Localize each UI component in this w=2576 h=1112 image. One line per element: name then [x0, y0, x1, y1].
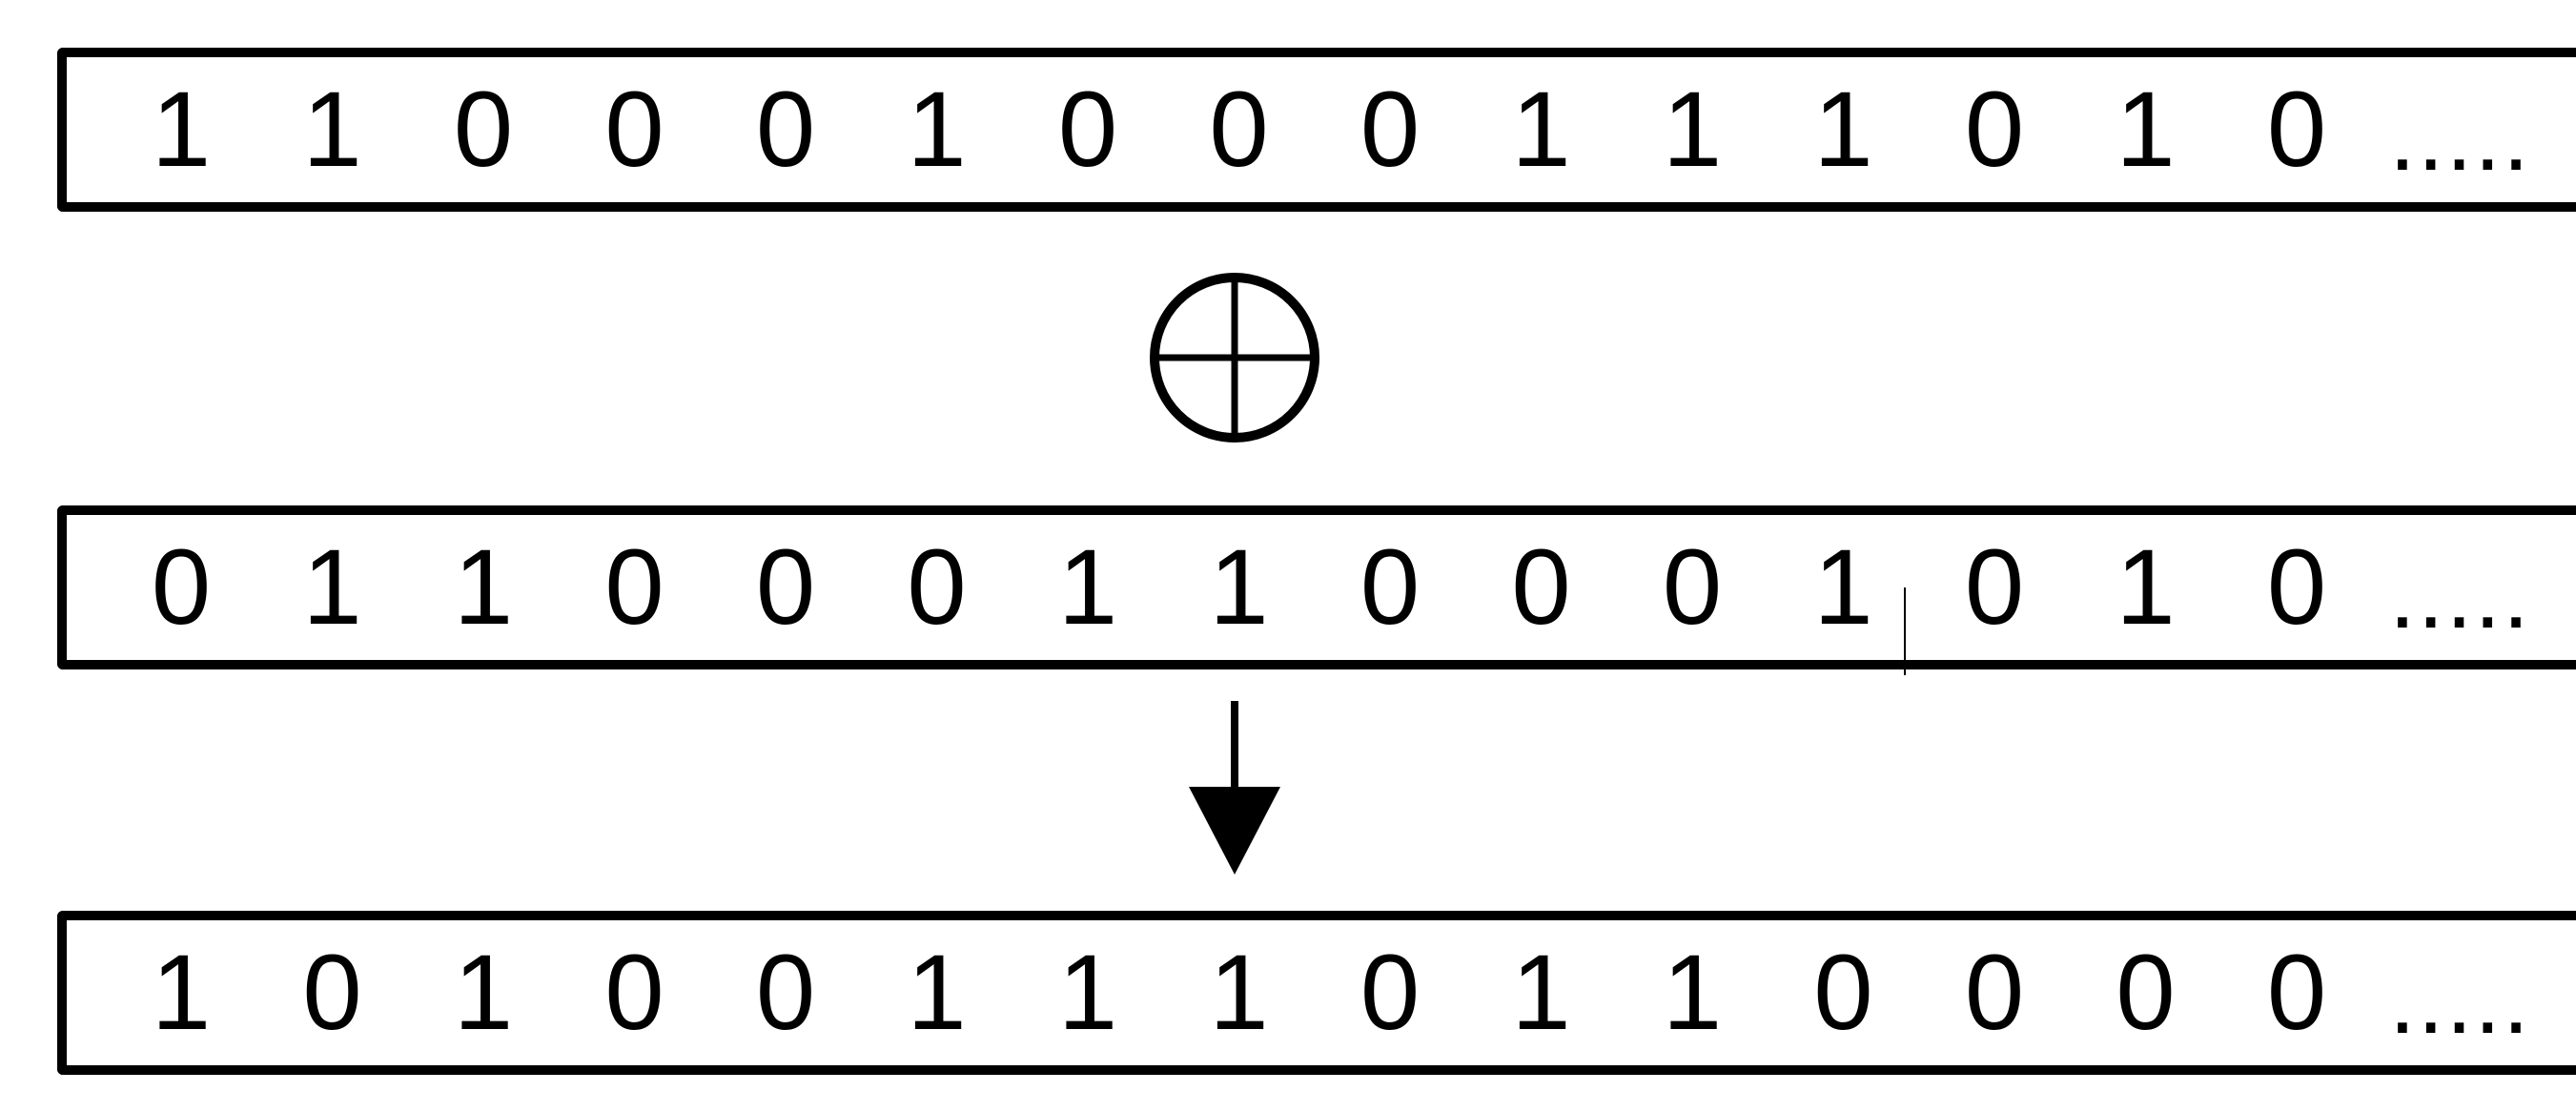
bit-cell: 1 — [1662, 70, 1723, 189]
bit-cell: 0 — [1511, 527, 1571, 647]
bit-row-separator — [1904, 587, 1906, 675]
bit-cell: 1 — [1057, 933, 1118, 1052]
bit-cell: 1 — [907, 70, 967, 189]
bit-cell: 0 — [2116, 933, 2176, 1052]
bit-cell: 1 — [2116, 527, 2176, 647]
bit-cell: 1 — [151, 933, 212, 1052]
bit-cell: 0 — [604, 933, 664, 1052]
bit-cell: 1 — [302, 70, 362, 189]
bit-cell: 0 — [1813, 933, 1873, 1052]
bit-cell: 0 — [1209, 70, 1269, 189]
bit-cell: 0 — [604, 527, 664, 647]
bit-cell: 1 — [453, 527, 514, 647]
down-arrow-icon — [1189, 701, 1280, 875]
bit-cell: 0 — [907, 527, 967, 647]
bit-cell: 1 — [2116, 70, 2176, 189]
bit-cell: 1 — [151, 70, 212, 189]
bit-cell: 0 — [755, 527, 816, 647]
bit-cell: 0 — [2266, 70, 2327, 189]
bit-cell: 1 — [1813, 70, 1873, 189]
bit-cell: 0 — [1360, 527, 1421, 647]
continuation-ellipsis: ..... — [2389, 84, 2531, 191]
bit-cell: 0 — [1964, 70, 2025, 189]
bit-cell: 0 — [755, 933, 816, 1052]
bit-cell: 0 — [2266, 527, 2327, 647]
bit-cell: 0 — [151, 527, 212, 647]
bit-cell: 0 — [755, 70, 816, 189]
bit-cell: 0 — [302, 933, 362, 1052]
bit-cell: 0 — [1662, 527, 1723, 647]
continuation-ellipsis: ..... — [2389, 542, 2531, 649]
bit-cell: 0 — [2266, 933, 2327, 1052]
bit-cell: 1 — [1813, 527, 1873, 647]
xor-operator-icon — [1150, 273, 1319, 443]
bit-cell: 0 — [1057, 70, 1118, 189]
bit-cell: 0 — [604, 70, 664, 189]
bit-cell: 1 — [1057, 527, 1118, 647]
bit-cell: 0 — [1360, 70, 1421, 189]
bit-cell: 1 — [1209, 527, 1269, 647]
bit-cell: 0 — [453, 70, 514, 189]
bit-cell: 0 — [1964, 527, 2025, 647]
bit-cell: 1 — [302, 527, 362, 647]
continuation-ellipsis: ..... — [2389, 947, 2531, 1054]
bit-cell: 1 — [1662, 933, 1723, 1052]
bit-cell: 0 — [1964, 933, 2025, 1052]
bit-cell: 1 — [907, 933, 967, 1052]
bit-cell: 0 — [1360, 933, 1421, 1052]
bit-cell: 1 — [1209, 933, 1269, 1052]
bit-cell: 1 — [453, 933, 514, 1052]
bit-cell: 1 — [1511, 70, 1571, 189]
bit-cell: 1 — [1511, 933, 1571, 1052]
